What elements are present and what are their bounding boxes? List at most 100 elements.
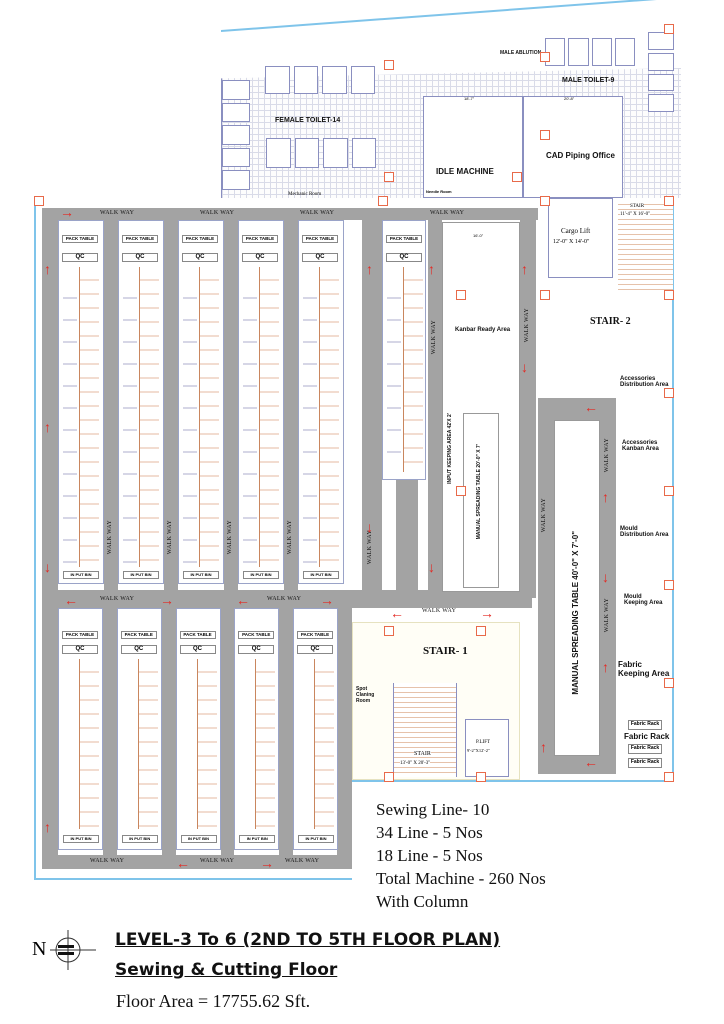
flow-arrow-right-icon: →: [480, 605, 494, 621]
machine-column: [255, 659, 276, 829]
cad-piping-office: CAD Piping Office 20'-8": [523, 96, 623, 198]
walkway-label-top-2: WALK WAY: [200, 210, 235, 216]
column-marker: [456, 486, 466, 496]
note-total-machine: Total Machine - 260 Nos: [376, 869, 546, 888]
qc-station: QC: [302, 253, 338, 262]
qc-station: QC: [297, 645, 333, 654]
column-marker: [384, 626, 394, 636]
machine-column: [196, 659, 217, 829]
qc-station: QC: [238, 645, 275, 654]
input-keeping-label: INPUT KEEPING AREA 42'X 2': [447, 413, 453, 484]
fabric-rack-2: Fabric Rack: [628, 744, 662, 754]
qc-station: QC: [120, 645, 157, 654]
column-marker: [664, 196, 674, 206]
stair1-label: STAIR- 1: [423, 645, 468, 657]
machine-column: [79, 659, 99, 829]
operator-column: [387, 277, 401, 472]
walkway-between-lines: [161, 608, 176, 855]
pack-table: PACK TABLE: [179, 631, 216, 639]
flow-arrow-left-icon: ←: [584, 754, 598, 770]
walkway-label-mid-3: WALK WAY: [422, 608, 457, 614]
upper-sewing-lines: PACK TABLE QC IN PUT BIN WALK WAY PACK T…: [58, 220, 438, 590]
walkway-vertical-label: WALK WAY: [524, 308, 530, 343]
pack-table: PACK TABLE: [386, 235, 422, 243]
walkway-label-bottom-3: WALK WAY: [285, 858, 320, 864]
pack-table: PACK TABLE: [297, 631, 333, 639]
mould-distribution-label: Mould Distribution Area: [620, 526, 669, 538]
walkway-label-top: WALK WAY: [100, 210, 135, 216]
pack-table: PACK TABLE: [62, 631, 98, 639]
column-marker: [384, 172, 394, 182]
walkway-between-lines: WALK WAY: [164, 220, 178, 590]
column-marker: [664, 388, 674, 398]
walkway-mid-horizontal: [42, 590, 532, 608]
walkway-between-lines: [279, 608, 293, 855]
sewing-line: PACK TABLE QC IN PUT BIN: [118, 220, 164, 584]
pack-table: PACK TABLE: [120, 631, 157, 639]
spot-cleaning-label: Spot Claning Room: [356, 686, 375, 704]
female-toilet-cubicles-lower: [266, 138, 376, 168]
walkway-vertical-label: WALK WAY: [167, 520, 173, 555]
stair-top-name: STAIR: [630, 204, 645, 209]
walkway-right-lower: [337, 608, 352, 868]
walkway-between-lines: WALK WAY: [284, 220, 298, 590]
small-spreading-table-label: MANUAL SPREADING TABLE 20'-0" X 7': [476, 444, 482, 540]
input-bin: IN PUT BIN: [239, 835, 276, 843]
qc-station: QC: [386, 253, 422, 262]
flow-arrow-down-icon: ↓: [602, 569, 609, 585]
cad-dim: 20'-8": [564, 96, 575, 101]
accessories-distribution-label: Accessories Distribution Area: [620, 376, 669, 388]
stair-bottom-size: 13'-0" X 20'-3": [400, 761, 431, 766]
machine-column: [139, 267, 159, 567]
north-arrow: N: [30, 928, 100, 972]
stair2-label: STAIR- 2: [590, 316, 631, 327]
walkway-left-of-line-6: WALK WAY: [362, 220, 382, 595]
kanbar-ready-area: Kanbar Ready Area 16'-0" INPUT KEEPING A…: [442, 222, 520, 592]
flow-arrow-left-icon: ←: [64, 592, 78, 608]
walkway-between-lines: WALK WAY: [104, 220, 118, 590]
male-toilet-cubicles: [545, 38, 635, 66]
small-spreading-table: MANUAL SPREADING TABLE 20'-0" X 7': [463, 413, 499, 588]
machine-column: [319, 267, 339, 567]
female-toilet-side-cubicles: [222, 80, 250, 190]
qc-station: QC: [242, 253, 278, 262]
needle-room-label: Needle Room: [426, 189, 452, 194]
flow-arrow-down-icon: ↓: [366, 519, 373, 535]
input-bin: IN PUT BIN: [123, 571, 159, 579]
column-marker: [664, 678, 674, 688]
input-bin: IN PUT BIN: [243, 571, 279, 579]
walkway-bottom: [42, 855, 352, 869]
input-bin: IN PUT BIN: [63, 835, 99, 843]
flow-arrow-down-icon: ↓: [521, 359, 528, 375]
spreading-walkway-loop: MANUAL SPREADING TABLE 40'-0" X 7'-0" WA…: [538, 398, 616, 774]
cad-office-label: CAD Piping Office: [546, 151, 615, 160]
flow-arrow-up-icon: ↑: [366, 261, 373, 277]
sewing-line: PACK TABLE QC IN PUT BIN: [298, 220, 344, 584]
lower-sewing-lines: PACK TABLE QC IN PUT BIN PACK TABLE QC I…: [58, 608, 339, 855]
walkway-between-lines: WALK WAY: [224, 220, 238, 590]
pack-table: PACK TABLE: [62, 235, 98, 243]
flow-arrow-up-icon: ↑: [602, 659, 609, 675]
cargo-lift-size: 12'-0" X 14'-0": [553, 239, 590, 245]
note-18-line: 18 Line - 5 Nos: [376, 846, 483, 865]
stair-top-size: 11'-4" X 16'-0": [620, 212, 651, 217]
operator-column: [183, 277, 197, 567]
walkway-left: [42, 208, 58, 868]
plan-title: LEVEL-3 To 6 (2ND TO 5TH FLOOR PLAN): [115, 930, 501, 950]
pack-table: PACK TABLE: [238, 631, 275, 639]
qc-station: QC: [62, 253, 98, 262]
mechanic-room-label: Mechanic Room: [288, 192, 322, 197]
column-marker: [378, 196, 388, 206]
column-marker: [540, 290, 550, 300]
machine-column: [259, 267, 279, 567]
column-marker: [456, 290, 466, 300]
kanbar-dim: 16'-0": [473, 233, 484, 238]
flow-arrow-up-icon: ↑: [428, 261, 435, 277]
sewing-line: PACK TABLE QC IN PUT BIN: [175, 608, 221, 850]
walkway-label-bottom-1: WALK WAY: [90, 858, 125, 864]
operator-column: [303, 277, 317, 567]
flow-arrow-up-icon: ↑: [540, 739, 547, 755]
sewing-line: PACK TABLE QC IN PUT BIN: [58, 608, 104, 850]
flow-arrow-left-icon: ←: [176, 855, 190, 871]
sewing-line: PACK TABLE QC IN PUT BIN: [178, 220, 224, 584]
